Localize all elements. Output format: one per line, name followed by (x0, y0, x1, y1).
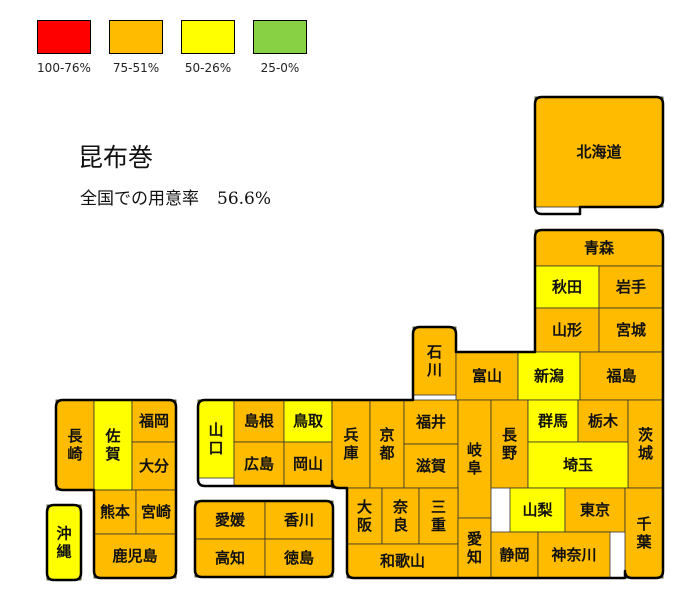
prefecture-nara (381, 487, 420, 545)
prefecture-label-oita: 大分 (139, 457, 169, 475)
outline-honshu (196, 228, 665, 580)
prefecture-label-ibaraki: 茨城 (638, 426, 653, 462)
legend-swatch-100-76 (37, 20, 91, 54)
prefecture-label-gunma: 群馬 (538, 412, 568, 430)
prefecture-label-saitama: 埼玉 (563, 456, 593, 474)
outline-okinawa (45, 503, 83, 582)
prefecture-label-miyagi: 宮城 (616, 321, 646, 339)
prefecture-label-hyogo: 兵庫 (343, 426, 358, 462)
prefecture-gifu (457, 399, 492, 519)
prefecture-yamagata (534, 307, 600, 353)
prefecture-oita (131, 441, 177, 491)
prefecture-label-aomori: 青森 (584, 239, 615, 257)
prefecture-label-niigata: 新潟 (534, 367, 564, 385)
prefecture-kyoto (369, 399, 405, 489)
prefecture-mie (418, 487, 459, 545)
prefecture-label-fukushima: 福島 (605, 367, 636, 385)
prefecture-fukushima (579, 351, 664, 401)
prefecture-label-ehime: 愛媛 (215, 511, 246, 529)
prefecture-label-hokkaido: 北海道 (576, 143, 621, 161)
map-subtitle: 全国での用意率 56.6% (80, 184, 271, 209)
prefecture-tokyo (564, 487, 626, 533)
prefecture-wakayama (346, 543, 459, 579)
prefecture-label-toyama: 富山 (472, 367, 502, 385)
prefecture-label-kagoshima: 鹿児島 (112, 547, 157, 565)
subtitle-label: 全国での用意率 (80, 189, 199, 209)
prefecture-shizuoka (490, 531, 539, 579)
prefecture-label-okinawa: 沖縄 (56, 525, 71, 561)
prefecture-label-fukui: 福井 (415, 413, 446, 431)
prefecture-hiroshima (233, 441, 285, 487)
prefecture-label-iwate: 岩手 (615, 278, 646, 296)
prefecture-saitama (527, 441, 629, 489)
prefecture-label-fukuoka: 福岡 (138, 412, 169, 430)
prefecture-label-aichi: 愛知 (467, 530, 482, 566)
prefecture-tokushima (264, 538, 334, 578)
prefecture-kanagawa (537, 531, 611, 579)
prefecture-label-kyoto: 京都 (378, 426, 394, 462)
prefecture-label-ishikawa: 石川 (426, 343, 442, 379)
prefecture-label-tokyo: 東京 (580, 501, 610, 519)
prefecture-hyogo (331, 399, 371, 489)
prefecture-label-tochigi: 栃木 (588, 412, 619, 430)
outline-hokkaido (533, 95, 665, 216)
prefecture-label-shiga: 滋賀 (416, 457, 446, 475)
prefecture-chiba (624, 487, 664, 579)
outline-shikoku (193, 499, 335, 579)
legend-label-100-76: 100-76% (37, 61, 91, 75)
prefecture-saga (93, 399, 133, 491)
legend-swatch-75-51 (109, 20, 163, 54)
prefecture-akita (534, 265, 600, 309)
prefecture-hokkaido (534, 96, 664, 208)
prefecture-fukui (403, 399, 459, 445)
legend-label-75-51: 75-51% (112, 61, 160, 75)
prefecture-label-okayama: 岡山 (293, 455, 323, 473)
prefecture-label-tokushima: 徳島 (283, 549, 314, 567)
prefecture-label-hiroshima: 広島 (244, 455, 274, 473)
prefecture-label-nagano: 長野 (502, 426, 518, 462)
legend-swatch-25-0 (253, 20, 307, 54)
prefecture-label-kochi: 高知 (215, 549, 245, 567)
prefecture-label-chiba: 千葉 (635, 515, 652, 551)
prefecture-label-shimane: 島根 (244, 412, 274, 430)
prefecture-label-gifu: 岐阜 (467, 441, 483, 477)
prefecture-label-kagawa: 香川 (284, 511, 314, 529)
prefecture-label-yamanashi: 山梨 (522, 501, 552, 519)
outline-kyushu (54, 398, 178, 580)
legend-label-25-0: 25-0% (260, 61, 300, 75)
prefecture-label-kanagawa: 神奈川 (551, 546, 596, 564)
prefecture-label-nagasaki: 長崎 (67, 427, 83, 463)
prefecture-kochi (194, 538, 266, 578)
legend-label-50-26: 50-26% (184, 61, 232, 75)
prefecture-label-wakayama: 和歌山 (380, 552, 425, 570)
prefecture-kumamoto (93, 489, 137, 535)
prefecture-label-yamagata: 山形 (552, 321, 582, 339)
prefecture-osaka (346, 487, 383, 545)
prefecture-niigata (517, 351, 581, 401)
legend-swatch-50-26 (181, 20, 235, 54)
prefecture-shimane (233, 399, 285, 443)
prefecture-label-kumamoto: 熊本 (100, 503, 130, 521)
prefecture-label-nara: 奈良 (392, 498, 409, 534)
prefecture-yamanashi (509, 487, 566, 533)
national-rate: 56.6% (217, 189, 272, 209)
prefecture-label-mie: 三重 (431, 498, 446, 534)
prefecture-label-shizuoka: 静岡 (499, 546, 529, 564)
prefecture-kagawa (264, 500, 334, 540)
prefecture-kagoshima (93, 533, 177, 579)
prefecture-label-miyazaki: 宮崎 (141, 503, 171, 521)
prefecture-fukuoka (131, 399, 177, 443)
prefecture-label-osaka: 大阪 (357, 498, 373, 534)
prefecture-label-akita: 秋田 (552, 278, 582, 296)
map-title: 昆布巻 (78, 143, 154, 172)
prefecture-label-yamaguchi: 山口 (208, 421, 223, 457)
prefecture-label-tottori: 鳥取 (293, 412, 324, 430)
prefecture-label-saga: 佐賀 (104, 427, 120, 463)
